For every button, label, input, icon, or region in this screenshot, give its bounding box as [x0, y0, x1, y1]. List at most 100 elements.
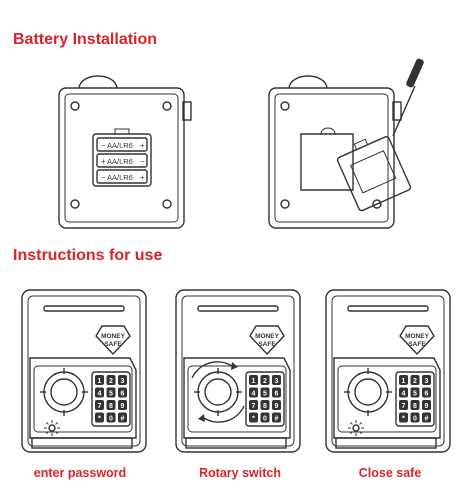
coin-slot	[43, 305, 125, 312]
caption-close-safe: Close safe	[358, 466, 422, 480]
keypad-key	[272, 387, 281, 398]
keypad-key-label: 2	[263, 378, 267, 385]
keypad-key	[422, 375, 431, 385]
svg-text:−: −	[140, 157, 145, 166]
keypad-key-label: 8	[413, 403, 417, 410]
battery-compartment-diagram: − AA/LR6 + + AA/LR6 − − AA/LR6 +	[58, 75, 192, 229]
keypad-key-label: 3	[425, 378, 429, 385]
svg-text:−: −	[101, 173, 106, 182]
keypad-key-label: 0	[263, 415, 267, 422]
keypad-key-label: 9	[121, 403, 125, 410]
cover-removal-diagram	[268, 58, 424, 229]
logo-line-1: MONEY	[101, 333, 126, 340]
safe-body	[21, 289, 147, 453]
keypad-key-label: 1	[252, 378, 256, 385]
battery-cover	[336, 136, 412, 212]
keypad-key	[106, 375, 116, 385]
keypad-key	[249, 387, 258, 398]
keypad-key	[106, 412, 116, 423]
keypad-key-label: 7	[252, 403, 256, 410]
keypad-key-label: 4	[98, 390, 102, 397]
safe-base	[185, 437, 287, 449]
safe-base	[31, 437, 133, 449]
keypad-key-label: 3	[275, 378, 279, 385]
safe-body	[325, 289, 451, 453]
keypad-key-label: 6	[121, 390, 125, 397]
safe-door	[333, 357, 441, 439]
keypad-key-label: 2	[413, 378, 417, 385]
battery-3-label: AA/LR6	[107, 173, 133, 182]
keypad-key	[118, 412, 127, 423]
screw-bottom-right	[162, 199, 172, 209]
keypad-key-label: 2	[109, 378, 113, 385]
keypad-key-label: *	[402, 415, 405, 422]
keypad-key-label: *	[252, 415, 255, 422]
keypad-key	[118, 400, 127, 410]
dial-knob	[354, 378, 382, 406]
keypad-key	[249, 412, 258, 423]
keypad-key	[399, 375, 408, 385]
keypad-key	[410, 387, 420, 398]
safe-back-outline	[58, 87, 185, 229]
keypad-key-label: 7	[402, 403, 406, 410]
keypad-key-label: 9	[425, 403, 429, 410]
keypad-key	[249, 375, 258, 385]
dial-knob	[50, 378, 78, 406]
dial-knob	[204, 378, 232, 406]
keypad-key	[260, 400, 270, 410]
keypad-key	[95, 412, 104, 423]
keypad-key-label: 0	[109, 415, 113, 422]
keypad-key	[399, 412, 408, 423]
svg-text:+: +	[101, 157, 106, 166]
side-latch	[182, 101, 192, 121]
safe-body	[175, 289, 301, 453]
keypad-key-label: 7	[98, 403, 102, 410]
keypad-key	[260, 387, 270, 398]
keypad-key-label: 8	[109, 403, 113, 410]
keypad-key	[422, 387, 431, 398]
coin-slot-top	[78, 75, 118, 89]
indicator-light-icon	[352, 424, 360, 432]
svg-text:−: −	[101, 141, 106, 150]
battery-installation-heading: Battery Installation	[13, 31, 158, 48]
screw-bottom-left	[70, 199, 80, 209]
logo-line-2: SAFE	[104, 341, 122, 348]
keypad-key	[118, 387, 127, 398]
dial-outer	[43, 371, 85, 413]
keypad-key	[95, 400, 104, 410]
keypad-key-label: 5	[413, 390, 417, 397]
keypad-key-label: 4	[252, 390, 256, 397]
safe-base	[335, 437, 437, 449]
caption-enter-password: enter password	[33, 466, 127, 480]
keypad-key-label: 3	[121, 378, 125, 385]
keypad-key-label: #	[425, 415, 429, 422]
keypad-key-label: 1	[402, 378, 406, 385]
logo-line-1: MONEY	[255, 333, 280, 340]
battery-1: − AA/LR6 +	[96, 137, 148, 152]
keypad-key-label: 9	[275, 403, 279, 410]
safe-door	[183, 357, 291, 439]
dial-outer	[197, 371, 239, 413]
logo-line-1: MONEY	[405, 333, 430, 340]
rotation-arrow-icon	[191, 361, 233, 379]
keypad-key	[422, 412, 431, 423]
screw-top-left	[70, 101, 80, 111]
battery-3: − AA/LR6 +	[96, 169, 148, 184]
keypad-key-label: 5	[263, 390, 267, 397]
keypad-key	[399, 400, 408, 410]
caption-rotary-switch: Rotary switch	[199, 466, 281, 480]
keypad-key	[249, 400, 258, 410]
keypad-key	[106, 387, 116, 398]
keypad-key	[272, 375, 281, 385]
safe-door	[29, 357, 137, 439]
open-battery-bay	[300, 133, 354, 191]
